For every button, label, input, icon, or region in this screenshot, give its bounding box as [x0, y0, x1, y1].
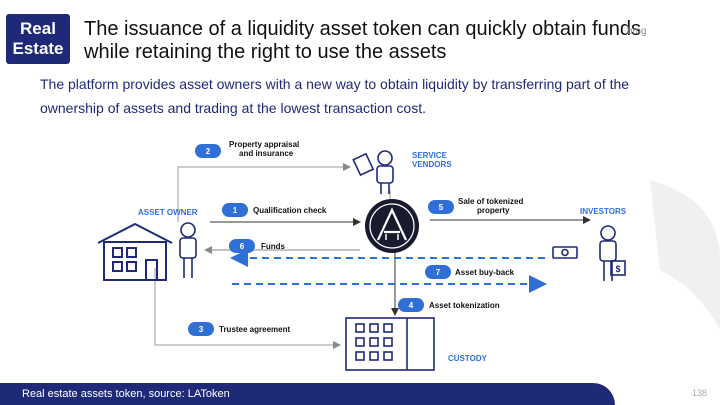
step-6: 6 Funds — [229, 239, 286, 253]
background-shape — [650, 180, 720, 330]
step-2-label-line2: and insurance — [239, 149, 294, 158]
house-icon — [97, 222, 173, 281]
asset-owner-label: ASSET OWNER — [138, 208, 198, 217]
brand-logo: bmg — [627, 26, 647, 37]
step-3-badge — [188, 322, 214, 336]
section-tag: Real Estate — [6, 14, 70, 64]
step-3-label: Trustee agreement — [219, 325, 290, 334]
dollar-sign-label: $ — [615, 264, 620, 274]
step-6-badge — [229, 239, 255, 253]
footer-caption: Real estate assets token, source: LAToke… — [22, 388, 230, 400]
step-2: 2 Property appraisal and insurance — [195, 140, 299, 158]
token-logo-icon — [365, 199, 419, 253]
step-7-label: Asset buy-back — [455, 268, 515, 277]
step-1: 1 Qualification check — [222, 203, 327, 217]
step-2-label-line1: Property appraisal — [229, 140, 299, 149]
step-5: 5 Sale of tokenized property — [428, 197, 523, 215]
flow-line-appraisal — [177, 163, 351, 222]
service-vendors-label-line1: SERVICE — [412, 151, 448, 160]
section-tag-line2: Estate — [12, 39, 64, 58]
step-6-label: Funds — [261, 242, 286, 251]
service-vendor-person-icon — [352, 150, 394, 194]
step-4-number: 4 — [409, 301, 414, 310]
step-4-badge — [398, 298, 424, 312]
slide-subtitle-line2: ownership of assets and trading at the l… — [40, 100, 426, 116]
custody-label: CUSTODY — [448, 354, 488, 363]
step-7-number: 7 — [436, 268, 441, 277]
slide-title: The issuance of a liquidity asset token … — [84, 18, 704, 64]
investors-label: INVESTORS — [580, 207, 627, 216]
flow-lines — [154, 163, 591, 349]
step-1-badge — [222, 203, 248, 217]
step-4: 4 Asset tokenization — [398, 298, 500, 312]
step-1-label: Qualification check — [253, 206, 327, 215]
slide-subtitle: The platform provides asset owners with … — [40, 72, 710, 120]
footer-caption-bar: Real estate assets token, source: LAToke… — [0, 383, 615, 405]
step-1-number: 1 — [233, 206, 238, 215]
slide-subtitle-line1: The platform provides asset owners with … — [40, 76, 630, 92]
slide-title-line1: The issuance of a liquidity asset token … — [84, 18, 641, 40]
investor-person-icon — [552, 225, 626, 281]
step-5-badge — [428, 200, 454, 214]
section-tag-line1: Real — [20, 19, 56, 38]
service-vendors-label-line2: VENDORS — [412, 160, 452, 169]
step-6-number: 6 — [240, 242, 245, 251]
step-2-badge — [195, 144, 221, 158]
step-7: 7 Asset buy-back — [425, 265, 515, 279]
flow-line-trustee — [154, 268, 341, 349]
step-3: 3 Trustee agreement — [188, 322, 290, 336]
page-number: 138 — [692, 388, 708, 398]
step-4-label: Asset tokenization — [429, 301, 500, 310]
asset-owner-person-icon — [179, 222, 197, 278]
step-2-number: 2 — [206, 147, 211, 156]
slide-title-line2: while retaining the right to use the ass… — [84, 41, 447, 63]
custody-building-icon — [345, 317, 435, 371]
step-5-label-line1: Sale of tokenized — [458, 197, 523, 206]
step-3-number: 3 — [199, 325, 204, 334]
step-5-number: 5 — [439, 203, 444, 212]
step-7-badge — [425, 265, 451, 279]
step-5-label-line2: property — [477, 206, 510, 215]
